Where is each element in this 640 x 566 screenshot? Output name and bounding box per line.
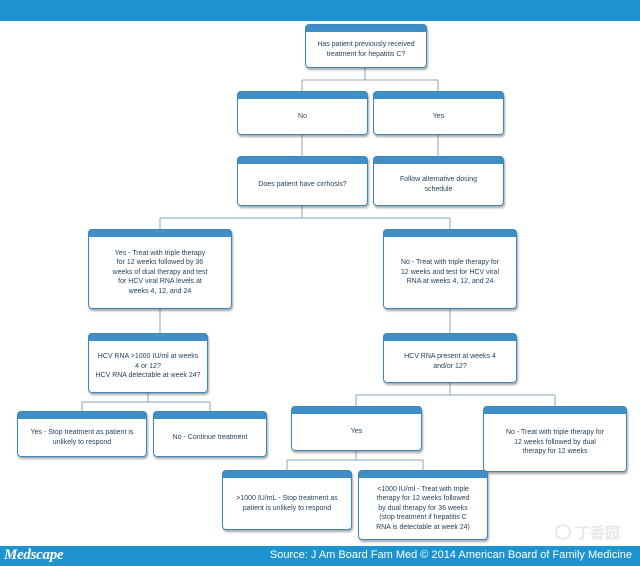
node-text: HCV RNA >1000 IU/ml at weeks 4 or 12? HC…	[95, 353, 201, 380]
top-banner	[0, 0, 640, 21]
node-text: No - Continue treatment	[172, 433, 248, 441]
node-previous-treatment-question: Has patient previously received treatmen…	[305, 24, 427, 68]
node-yes-cirrhosis: Yes - Treat with triple therapy for 12 w…	[88, 229, 232, 309]
node-text: HCV RNA present at weeks 4 and/or 12?	[404, 353, 496, 370]
source-citation: Source: J Am Board Fam Med © 2014 Americ…	[269, 549, 632, 561]
node-text: <1000 IU/ml - Treat with triple therapy …	[376, 485, 470, 531]
node-no-rna-present: No - Treat with triple therapy for 12 we…	[483, 406, 627, 472]
node-continue-treatment: No - Continue treatment	[153, 411, 267, 457]
watermark: 丁香园	[555, 522, 633, 542]
node-alternative-dosing: Follow alternative dosing schedule	[373, 156, 504, 206]
medscape-logo: Medscape	[4, 547, 64, 563]
node-text: Yes	[350, 428, 363, 436]
node-text: Yes - Stop treatment as patient is unlik…	[30, 429, 134, 446]
node-no: No	[237, 91, 368, 135]
node-text: Yes - Treat with triple therapy for 12 w…	[112, 249, 208, 295]
node-yes: Yes	[373, 91, 504, 135]
node-text: Does patient have cirrhosis?	[258, 180, 347, 188]
node-hcv-rna-present-question: HCV RNA present at weeks 4 and/or 12?	[383, 333, 517, 383]
node-text: Has patient previously received treatmen…	[317, 41, 415, 58]
node-text: Follow alternative dosing schedule	[399, 176, 478, 193]
node-cirrhosis-question: Does patient have cirrhosis?	[237, 156, 368, 206]
node-yes-rna-present: Yes	[291, 406, 422, 451]
node-above-1000: >1000 IU/mL - Stop treatment as patient …	[222, 470, 352, 530]
node-no-cirrhosis: No - Treat with triple therapy for 12 we…	[383, 229, 517, 309]
node-text: No - Treat with triple therapy for 12 we…	[505, 429, 605, 456]
node-below-1000: <1000 IU/ml - Treat with triple therapy …	[358, 470, 488, 540]
node-text: >1000 IU/mL - Stop treatment as patient …	[236, 495, 338, 512]
watermark-text: 丁香园	[575, 524, 621, 542]
watermark-logo-icon	[555, 524, 571, 540]
node-hcv-rna-threshold-question: HCV RNA >1000 IU/ml at weeks 4 or 12? HC…	[88, 333, 208, 393]
node-text: No	[298, 112, 307, 120]
node-stop-treatment: Yes - Stop treatment as patient is unlik…	[17, 411, 147, 457]
node-text: Yes	[432, 112, 445, 120]
node-text: No - Treat with triple therapy for 12 we…	[400, 259, 500, 286]
footer-bar: Medscape Source: J Am Board Fam Med © 20…	[0, 546, 640, 566]
